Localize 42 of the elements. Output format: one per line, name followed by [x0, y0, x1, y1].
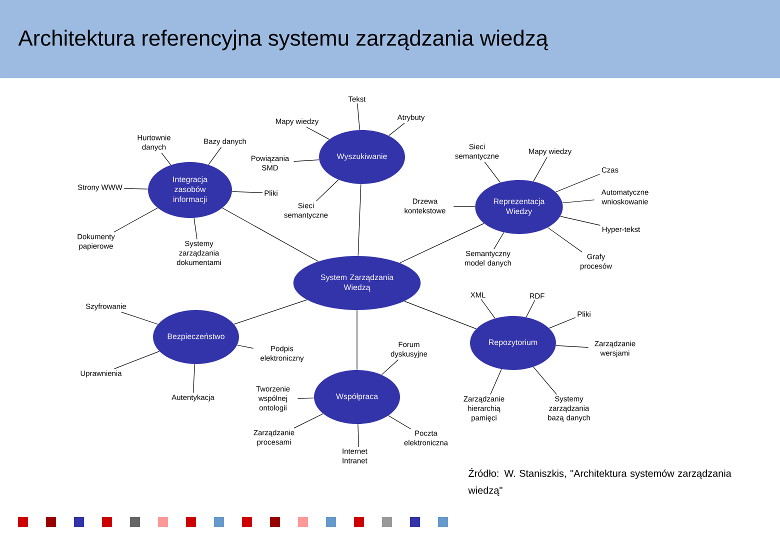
- connector-line: [222, 208, 319, 262]
- connector-line: [358, 424, 359, 448]
- connector-line: [297, 398, 314, 399]
- connector-line: [555, 174, 600, 192]
- connector-line: [526, 300, 536, 318]
- connector-line: [548, 227, 582, 252]
- connector-line: [114, 208, 158, 232]
- connector-line: [480, 298, 496, 319]
- connector-line: [357, 103, 360, 130]
- connector-line: [121, 312, 158, 325]
- connector-line: [560, 216, 600, 226]
- connector-line: [358, 184, 362, 256]
- connector-line: [490, 368, 502, 395]
- connector-line: [400, 223, 484, 264]
- connector-line: [161, 152, 172, 166]
- connector-line: [548, 317, 576, 328]
- connector-line: [356, 310, 358, 370]
- connector-line: [404, 300, 476, 330]
- connector-line: [236, 344, 254, 349]
- title-text: Architektura referencyjna systemu zarządzania wiedzą: [18, 30, 548, 50]
- connector-line: [388, 122, 405, 136]
- connector-line: [294, 413, 324, 428]
- connector-line: [494, 232, 504, 250]
- connector-line: [306, 126, 330, 140]
- connector-line: [124, 188, 148, 190]
- connector-line: [234, 300, 308, 324]
- source-note: Źródło: W. Staniszkis, "Architektura systemów zarządzania wiedzą": [468, 468, 732, 496]
- connector-line: [192, 364, 195, 394]
- connector-line: [484, 162, 501, 183]
- connector-line: [388, 415, 412, 430]
- connector-line: [293, 159, 320, 162]
- connector-line: [316, 179, 339, 202]
- connector-line: [232, 191, 263, 193]
- connector-line: [208, 146, 222, 165]
- connector-line: [114, 351, 160, 370]
- connector-line: [533, 366, 557, 395]
- connector-line: [381, 359, 398, 375]
- connector-line: [562, 200, 595, 204]
- connector-line: [194, 218, 198, 240]
- connector-line: [533, 156, 548, 182]
- connector-line: [453, 206, 476, 207]
- connector-line: [556, 345, 589, 348]
